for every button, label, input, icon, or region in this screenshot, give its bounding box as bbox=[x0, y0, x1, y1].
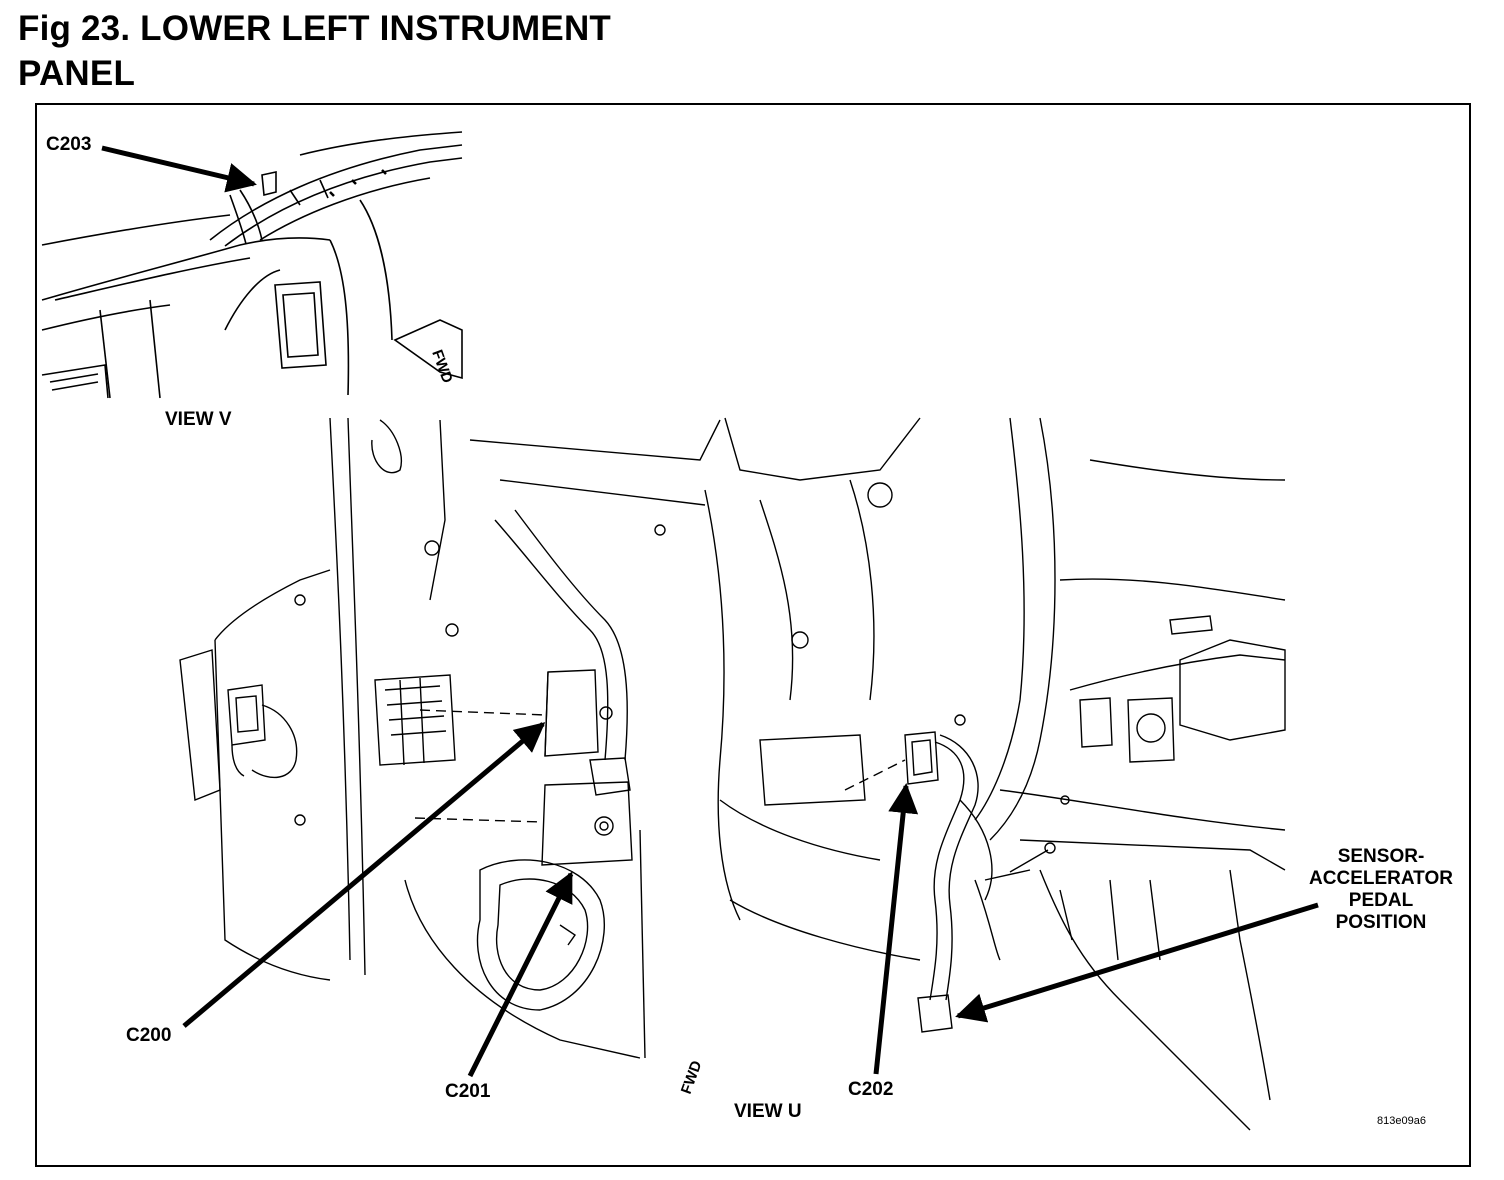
view-v-label: VIEW V bbox=[165, 409, 232, 430]
diagram-frame bbox=[35, 103, 1471, 1167]
leader-c200 bbox=[182, 722, 546, 1028]
leader-sensor bbox=[955, 902, 1319, 1023]
figure-title-line-2: PANEL bbox=[18, 54, 136, 93]
callout-sensor-line-2: ACCELERATOR bbox=[1309, 868, 1453, 889]
leader-arrows bbox=[101, 145, 1319, 1078]
callout-c201: C201 bbox=[445, 1081, 491, 1102]
leader-c202 bbox=[873, 783, 919, 1075]
callout-sensor-line-1: SENSOR- bbox=[1337, 846, 1425, 867]
leader-c203 bbox=[101, 145, 257, 193]
view-u-illustration bbox=[179, 417, 1286, 1131]
drawing-code: 813e09a6 bbox=[1377, 1115, 1426, 1127]
figure-title: Fig 23. LOWER LEFT INSTRUMENT PANEL bbox=[18, 6, 611, 96]
view-u-label: VIEW U bbox=[734, 1101, 802, 1122]
callout-c200: C200 bbox=[126, 1025, 172, 1046]
fwd-tag-lower: FWD bbox=[678, 1058, 706, 1096]
callout-c203: C203 bbox=[46, 134, 92, 155]
view-v-illustration bbox=[41, 131, 463, 399]
callout-sensor-line-3: PEDAL bbox=[1348, 890, 1414, 911]
leader-c201 bbox=[467, 871, 574, 1078]
callout-sensor-accelerator-pedal-position: SENSOR- ACCELERATOR PEDAL POSITION bbox=[1302, 846, 1460, 934]
callout-sensor-line-4: POSITION bbox=[1335, 912, 1427, 933]
callout-c202: C202 bbox=[848, 1079, 894, 1100]
figure-title-line-1: Fig 23. LOWER LEFT INSTRUMENT bbox=[18, 9, 612, 48]
